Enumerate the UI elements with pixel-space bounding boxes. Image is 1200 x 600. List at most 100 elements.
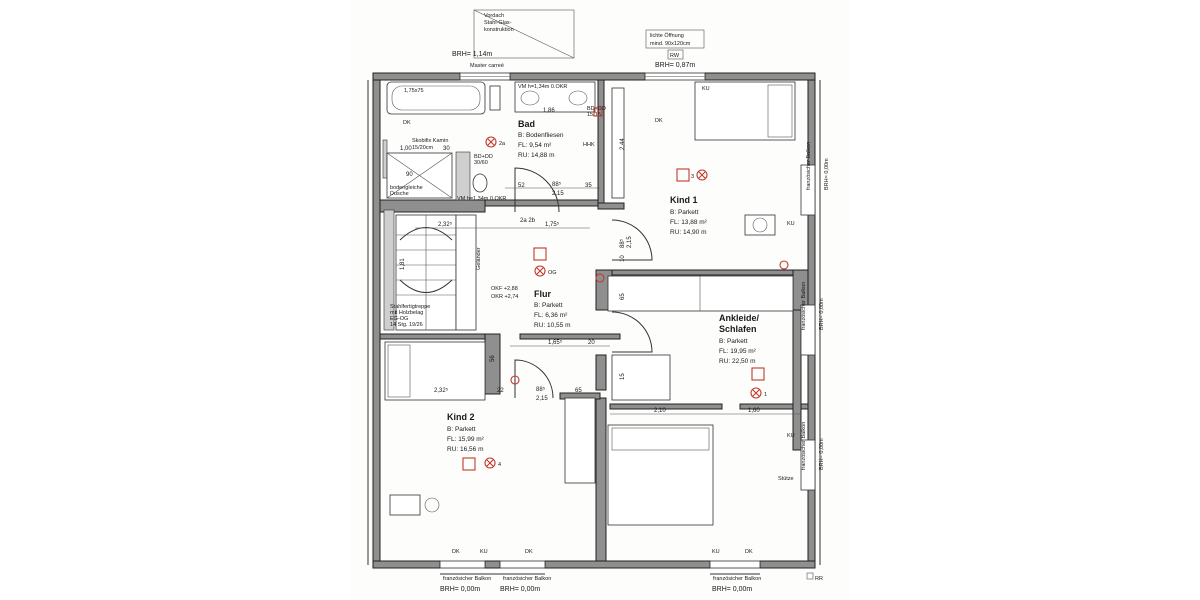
ku-label-1: KU bbox=[480, 549, 488, 555]
treppe-line-1: Stahlfertigtreppe bbox=[390, 304, 430, 310]
door-kind1 bbox=[611, 219, 653, 261]
double-bed bbox=[607, 424, 714, 526]
vordach-note: Vordach Stahl-Glas- konstruktion bbox=[473, 9, 575, 59]
ankleide-furniture bbox=[564, 275, 794, 526]
rr-label: RR bbox=[815, 576, 823, 582]
electrical-symbols bbox=[462, 107, 789, 471]
kind1-furniture bbox=[611, 81, 796, 236]
rw-label: RW bbox=[670, 53, 680, 59]
dusche-line-2: Dusche bbox=[390, 191, 409, 197]
ankleide-tag: 1 bbox=[764, 392, 767, 398]
dk-label-4: DK bbox=[655, 118, 663, 124]
balcony-bottom-2-brh: BRH= 0,00m bbox=[500, 586, 540, 593]
kind1-fl: FL: 13,88 m² bbox=[670, 219, 708, 226]
kind2-name: Kind 2 bbox=[447, 412, 475, 422]
kind1-ru: RU: 14,90 m bbox=[670, 229, 707, 236]
flur-name: Flur bbox=[534, 289, 551, 299]
treppe-line-2: mit Holzbelag bbox=[390, 310, 423, 316]
kind2-floor: B: Parkett bbox=[447, 426, 476, 433]
dim-165: 1,65⁵ bbox=[548, 339, 563, 346]
kind1-name: Kind 1 bbox=[670, 195, 698, 205]
hhk-label: HHK bbox=[583, 142, 595, 148]
bathtub bbox=[386, 81, 486, 115]
vm-bad-mid: VM h=1,34m 0.OKR bbox=[457, 196, 506, 202]
balcony-bottom-2-label: französicher Balkon bbox=[503, 576, 551, 582]
vordach-line-1: Vordach bbox=[484, 13, 504, 19]
flur-floor: B: Parkett bbox=[534, 302, 563, 309]
dimension-labels: 52 88⁵ 2,15 35 2,44 2,32⁵ 2a 2b 1,75⁵ 88… bbox=[400, 108, 800, 415]
dim-232b: 2,32⁵ bbox=[434, 387, 449, 394]
room-kind1-label: Kind 1 B: Parkett FL: 13,88 m² RU: 14,90… bbox=[670, 174, 708, 236]
kind2-tag: 4 bbox=[498, 462, 501, 468]
dim-885-c: 88⁵ bbox=[536, 386, 546, 393]
rr-symbol bbox=[806, 572, 814, 580]
balcony-bottom-3-label: französicher Balkon bbox=[713, 576, 761, 582]
installation-shaft bbox=[455, 151, 471, 201]
dim-232: 2,32⁵ bbox=[438, 221, 453, 228]
dim-215-a: 2,15 bbox=[552, 191, 564, 197]
room-flur-label: Flur B: Parkett FL: 6,36 m² RU: 10,55 m … bbox=[491, 270, 571, 329]
balcony-right-3-label: französicher Balkon bbox=[801, 422, 807, 470]
treppe-line-4: 14 Stg. 19/26 bbox=[390, 322, 423, 328]
bad-name: Bad bbox=[518, 119, 535, 129]
door-bad bbox=[514, 167, 560, 213]
dk-label-3: DK bbox=[745, 549, 753, 555]
balcony-right-2-label: französicher Balkon bbox=[801, 282, 807, 330]
balcony-right-2-brh: BRH= 0,00m bbox=[819, 298, 825, 330]
gelaender-label: Geländer bbox=[476, 247, 482, 270]
dim-215-b: 2,15 bbox=[627, 236, 633, 248]
ankleide-floor: B: Parkett bbox=[719, 338, 748, 345]
kind2-furniture bbox=[384, 341, 486, 516]
ku-label-3: KU bbox=[702, 86, 710, 92]
dk-label-2: DK bbox=[525, 549, 533, 555]
bad-fl: FL: 9,54 m² bbox=[518, 142, 552, 149]
room-kind2-label: Kind 2 B: Parkett FL: 15,99 m² RU: 16,56… bbox=[447, 412, 501, 468]
kind1-floor: B: Parkett bbox=[670, 209, 699, 216]
top-window bbox=[459, 72, 706, 81]
wardrobe bbox=[607, 275, 794, 312]
kamin-line-2: 15/20cm bbox=[412, 145, 434, 151]
lichte-oeffnung-note: lichte Öffnung mind. 90x120cm RW bbox=[645, 29, 705, 60]
dim-15: 15 bbox=[620, 373, 626, 380]
ankleide-name-2: Schlafen bbox=[719, 324, 757, 334]
dim-215-c: 2,15 bbox=[536, 396, 548, 402]
bad-floor: B: Bodenfliesen bbox=[518, 132, 564, 139]
dim-175: 1,75⁵ bbox=[545, 221, 560, 228]
kind1-bed bbox=[694, 81, 796, 141]
dim-160: 1,60 bbox=[748, 408, 760, 414]
dusche-line-1: bodengleiche bbox=[390, 185, 423, 191]
kind2-ru: RU: 16,56 m bbox=[447, 446, 484, 453]
dk-label-1: DK bbox=[452, 549, 460, 555]
bottom-balconies: französicher Balkon französicher Balkon … bbox=[403, 86, 795, 593]
dim-56: 56 bbox=[490, 355, 496, 362]
kind1-desk bbox=[744, 214, 776, 236]
ankleide-fl: FL: 19,95 m² bbox=[719, 348, 757, 355]
radiator-ankleide bbox=[751, 367, 765, 381]
vordach-line-2: Stahl-Glas- bbox=[484, 20, 512, 26]
light-symbol-bad bbox=[485, 136, 497, 148]
dim-885-a: 88⁵ bbox=[552, 181, 562, 188]
bd-dd-2-line-1: BD+DD bbox=[587, 106, 606, 112]
vordach-line-3: konstruktion bbox=[484, 27, 514, 33]
ku-label-4: KU bbox=[787, 433, 795, 439]
flur-fl: FL: 6,36 m² bbox=[534, 312, 568, 319]
bd-dd-1-line-1: BD+DD bbox=[474, 154, 493, 160]
dim-65b: 65 bbox=[575, 388, 582, 394]
dim-90: 90 bbox=[406, 172, 413, 178]
kind2-bed bbox=[384, 341, 486, 401]
balcony-bottom-1-brh: BRH= 0,00m bbox=[440, 586, 480, 593]
dk-label-5: DK bbox=[403, 120, 411, 126]
ku-label-2: KU bbox=[712, 549, 720, 555]
okf-label: OKF +2,88 bbox=[491, 286, 518, 292]
kind1-tag: 3 bbox=[691, 174, 694, 180]
balcony-right-1-brh: BRH= 0,00m bbox=[824, 158, 830, 190]
ankleide-ru: RU: 22,50 m bbox=[719, 358, 756, 365]
flur-ru: RU: 10,55 m bbox=[534, 322, 571, 329]
bad-tag: 2a bbox=[499, 141, 506, 147]
balcony-right-1-label: französicher Balkon bbox=[806, 142, 812, 190]
dim-885-b: 88⁵ bbox=[619, 238, 626, 248]
treppe-line-3: EG-OG bbox=[390, 316, 408, 322]
ku-label-5: KU bbox=[787, 221, 795, 227]
og-label: OG bbox=[548, 270, 557, 276]
